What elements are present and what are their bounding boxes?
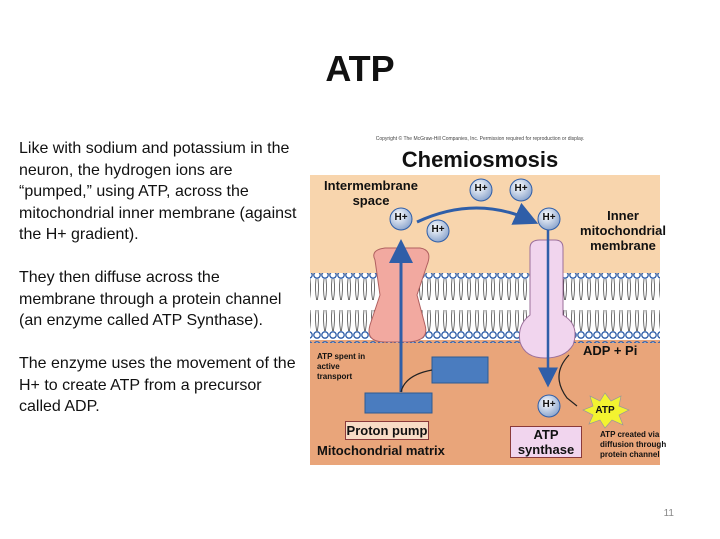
slide-number: 11 [663, 508, 674, 519]
proton-ions [389, 178, 561, 418]
proton-label: H+ [394, 212, 408, 223]
paragraph-2: They then diffuse across the membrane th… [19, 269, 282, 329]
intermembrane-label: Intermembrane space [324, 178, 418, 208]
membrane [310, 273, 660, 343]
atp-created-label: ATP created via diffusion through protei… [600, 430, 667, 459]
paragraph-1: Like with sodium and potassium in the ne… [19, 140, 297, 243]
chemiosmosis-diagram: Copyright © The McGraw-Hill Companies, I… [305, 130, 705, 475]
proton-pump-label: Proton pump [345, 421, 429, 440]
proton-label: H+ [431, 224, 445, 235]
paragraph-3: The enzyme uses the movement of the H+ t… [19, 355, 296, 415]
inner-membrane-label: Inner mitochondrial membrane [580, 208, 666, 253]
diagram-graphics [310, 175, 660, 465]
proton-label: H+ [542, 212, 556, 223]
proton-pump-protein [368, 247, 430, 343]
diagram-title: Chemiosmosis [401, 147, 559, 172]
proton-label: H+ [474, 183, 488, 194]
proton-label: H+ [542, 399, 556, 410]
pump-box-upper [431, 356, 489, 384]
copyright-notice: Copyright © The McGraw-Hill Companies, I… [375, 136, 585, 142]
slide-body: Like with sodium and potassium in the ne… [19, 138, 299, 439]
matrix-label: Mitochondrial matrix [317, 443, 445, 458]
slide-title: ATP [325, 48, 395, 89]
adp-label: ADP + Pi [583, 343, 638, 358]
atp-starburst [582, 392, 630, 429]
proton-label: H+ [514, 183, 528, 194]
atp-synthase-label: ATP synthase [510, 426, 582, 458]
atp-label: ATP [595, 405, 615, 416]
atp-spent-label: ATP spent in active transport [317, 352, 366, 381]
pump-box-lower [364, 392, 433, 414]
